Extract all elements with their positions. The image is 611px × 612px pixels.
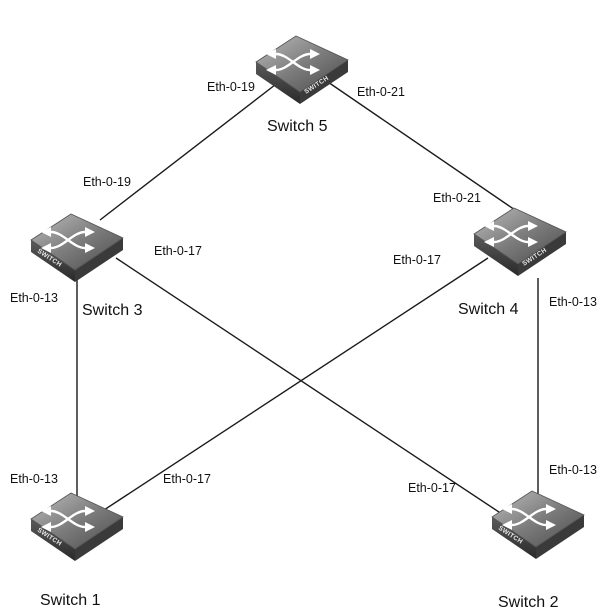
port-label-sw5-to-sw4: Eth-0-21	[357, 85, 405, 99]
port-label-sw1-to-sw4: Eth-0-17	[163, 472, 211, 486]
port-label-sw4-to-sw1: Eth-0-17	[393, 253, 441, 267]
port-label-sw3-to-sw2: Eth-0-17	[154, 244, 202, 258]
port-label-sw4-to-sw2: Eth-0-13	[549, 295, 597, 309]
port-label-sw3-to-sw5: Eth-0-19	[83, 175, 131, 189]
link-sw5-sw4	[324, 79, 519, 213]
switch-3-label: Switch 3	[82, 302, 143, 319]
port-label-sw1-to-sw3: Eth-0-13	[10, 472, 58, 486]
port-label-sw4-to-sw5: Eth-0-21	[433, 191, 481, 205]
links	[76, 77, 539, 523]
switch-2[interactable]: SWITCH	[490, 489, 586, 561]
link-sw4-sw1	[103, 257, 489, 511]
switch-4-label: Switch 4	[458, 301, 519, 318]
port-label-sw2-to-sw4: Eth-0-13	[549, 463, 597, 477]
port-label-sw2-to-sw3: Eth-0-17	[408, 481, 456, 495]
switch-3[interactable]: SWITCH	[29, 212, 125, 284]
port-label-sw3-to-sw1: Eth-0-13	[10, 291, 58, 305]
port-label-sw5-to-sw3: Eth-0-19	[207, 80, 255, 94]
switch-4[interactable]: SWITCH	[472, 206, 568, 278]
switch-5[interactable]: SWITCH	[254, 34, 350, 106]
switch-1-label: Switch 1	[40, 592, 101, 609]
switch-2-label: Switch 2	[498, 594, 559, 611]
switch-1[interactable]: SWITCH	[29, 491, 125, 563]
link-sw3-sw2	[115, 257, 515, 523]
switch-5-label: Switch 5	[267, 118, 328, 135]
link-sw5-sw3	[99, 77, 285, 221]
